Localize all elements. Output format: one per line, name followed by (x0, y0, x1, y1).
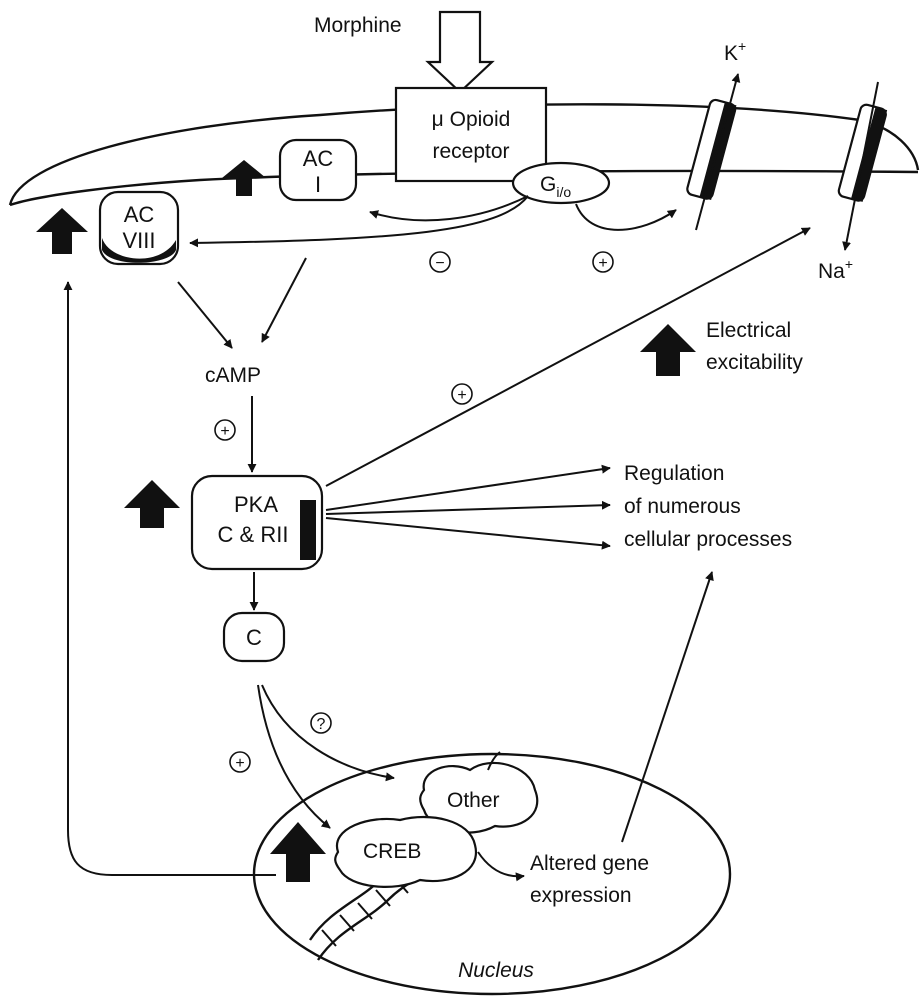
svg-text:+: + (598, 255, 607, 272)
excitability-label-line2: excitability (706, 351, 803, 374)
pka-to-regulation-arrow-3 (325, 517, 611, 550)
k-ion-label: K+ (724, 38, 746, 65)
adenylyl-cyclase-8 (98, 190, 180, 266)
regulation-label-line2: of numerous (624, 495, 741, 518)
altered-expression-label-line2: expression (530, 884, 632, 907)
potassium-channel (686, 98, 737, 200)
other-protein (419, 761, 539, 834)
creb-protein (334, 816, 478, 888)
up-arrow-pka (124, 480, 180, 528)
pka-to-regulation-arrow-2 (325, 500, 611, 515)
regulation-label-line1: Regulation (624, 462, 724, 485)
svg-text:+: + (235, 755, 244, 772)
up-arrow-excitability (640, 324, 696, 376)
pka-to-na-channel-arrow (325, 227, 811, 487)
nucleus-to-ac8-feedback-arrow (63, 281, 276, 876)
ac1-to-camp-arrow (261, 257, 307, 343)
svg-text:+: + (220, 423, 229, 440)
ac8-label-line2: VIII (122, 228, 155, 253)
plus-sign-k-channel: + (592, 251, 614, 273)
nucleus (252, 752, 732, 996)
up-arrow-ac1 (222, 160, 266, 196)
altered-expression-label-line1: Altered gene (530, 852, 649, 875)
g-protein-ellipse (511, 161, 611, 205)
c-subunit-box (222, 611, 286, 663)
excitability-label-line1: Electrical (706, 319, 791, 342)
ac8-shading (102, 238, 176, 263)
svg-text:−: − (435, 255, 444, 272)
plus-sign-creb: + (229, 751, 251, 773)
na-influx-arrow (842, 81, 879, 251)
ac1-label-line1: AC (303, 146, 334, 171)
camp-label: cAMP (205, 364, 261, 387)
svg-text:+: + (457, 387, 466, 404)
regulation-label-line3: cellular processes (624, 528, 792, 551)
ac8-to-camp-arrow (177, 281, 233, 349)
other-label: Other (447, 789, 500, 812)
pka-shadow (300, 500, 316, 560)
adenylyl-cyclase-1 (278, 138, 358, 202)
mu-opioid-receptor (394, 86, 548, 183)
up-arrow-nucleus (270, 822, 326, 882)
g-protein-label: Gi/o (540, 173, 571, 200)
plus-sign-camp-pka: + (214, 419, 236, 441)
question-sign: ? (310, 712, 332, 734)
gio-to-ac8-arrow (189, 195, 529, 248)
pka-label-line1: PKA (234, 492, 278, 517)
ac1-label-line2: I (315, 172, 321, 197)
creb-to-expression-arrow (477, 851, 525, 882)
pka-box (190, 474, 324, 571)
c-subunit-label: C (246, 625, 262, 650)
receptor-label-line1: μ Opioid (432, 108, 511, 131)
plus-sign-excitability: + (451, 383, 473, 405)
k-efflux-arrow (695, 73, 741, 231)
expression-to-regulation-arrow (621, 571, 714, 843)
c-to-other-arrow (261, 684, 395, 782)
receptor-label-line2: receptor (432, 140, 509, 163)
creb-label: CREB (363, 840, 421, 863)
other-protein-tail (487, 751, 501, 771)
nucleus-label: Nucleus (458, 959, 534, 982)
na-ion-label: Na+ (818, 256, 853, 283)
up-arrow-ac8 (36, 208, 88, 254)
gio-to-ac1-arrow (369, 195, 529, 222)
morphine-label: Morphine (314, 14, 402, 37)
minus-sign-inhibition: − (429, 251, 451, 273)
svg-text:?: ? (317, 716, 326, 733)
pka-to-regulation-arrow-1 (325, 464, 611, 511)
c-to-creb-arrow (257, 684, 331, 829)
pka-label-line2: C & RII (218, 522, 289, 547)
gio-to-k-channel-arrow (575, 203, 677, 231)
ac8-label-line1: AC (124, 202, 155, 227)
morphine-hollow-arrow (425, 10, 495, 94)
